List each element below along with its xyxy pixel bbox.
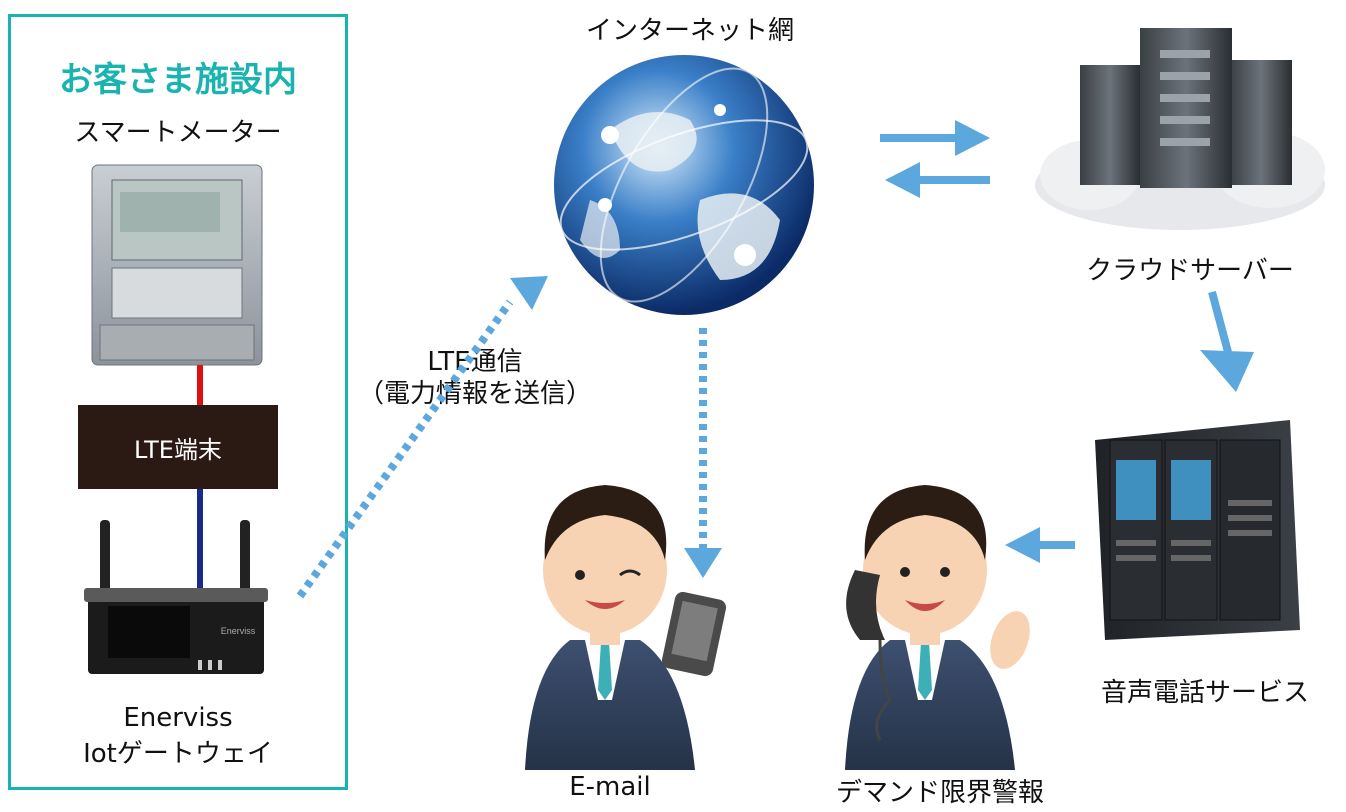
cloud-server-icon xyxy=(1035,28,1325,230)
demand-alert-label: デマンド限界警報 xyxy=(835,778,1044,808)
gateway-brand: Enerviss xyxy=(221,626,256,636)
lte-dotted-arrow-icon xyxy=(296,276,548,599)
email-label: E-mail xyxy=(569,772,651,802)
internet-globe-icon xyxy=(554,55,814,315)
gateway-label: Enerviss Iotゲートウェイ xyxy=(8,700,348,772)
gateway-label-line2: Iotゲートウェイ xyxy=(83,739,273,769)
email-dotted-arrow-icon xyxy=(684,328,722,578)
internet-label: インターネット網 xyxy=(585,16,794,46)
left-arrow-icon xyxy=(1005,527,1075,563)
lte-comm-line2: （電力情報を送信） xyxy=(357,379,592,409)
cloud-server-label: クラウドサーバー xyxy=(1086,256,1294,286)
exchange-arrows-icon xyxy=(880,120,990,198)
gateway-device-icon: Enerviss xyxy=(84,520,268,674)
email-person-icon xyxy=(525,485,727,770)
down-arrow-icon xyxy=(1200,290,1254,392)
lte-terminal-box: LTE端末 xyxy=(78,405,278,489)
server-rack-icon xyxy=(1095,420,1300,640)
facility-frame xyxy=(8,14,348,790)
smart-meter-icon xyxy=(91,164,263,366)
lte-terminal-label: LTE端末 xyxy=(134,435,222,464)
facility-title: お客さま施設内 xyxy=(59,60,297,100)
voice-person-icon xyxy=(845,485,1030,770)
smart-meter-label: スマートメーター xyxy=(74,118,282,148)
gateway-label-line1: Enerviss xyxy=(123,703,233,733)
voice-service-label: 音声電話サービス xyxy=(1100,678,1309,708)
